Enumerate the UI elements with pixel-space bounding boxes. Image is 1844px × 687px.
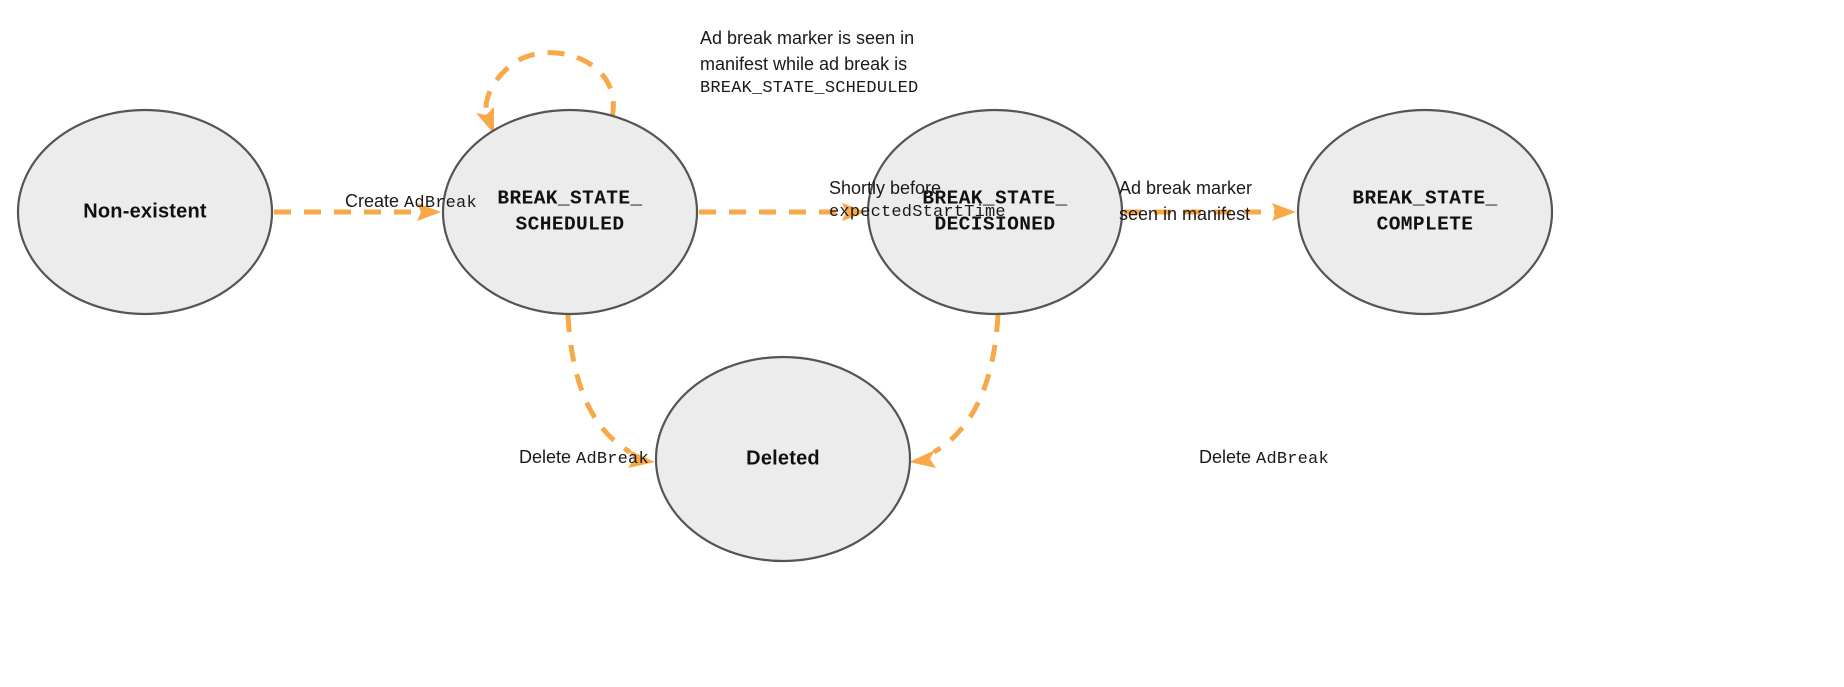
edge-create-adbreak-arrowhead	[417, 203, 441, 221]
edge-marker-seen-while-scheduled[interactable]	[476, 50, 616, 134]
edge-marker-seen-arrowhead	[1272, 203, 1296, 221]
edge-shortly-before[interactable]	[699, 203, 866, 221]
edge-delete-from-scheduled-arrowhead	[628, 450, 655, 468]
edge-marker-seen-in-manifest[interactable]	[1124, 203, 1296, 221]
node-deleted[interactable]	[654, 355, 912, 563]
edge-delete-from-decisioned-arrowhead	[909, 450, 936, 468]
node-break-state-scheduled[interactable]	[441, 108, 699, 316]
node-non-existent[interactable]	[16, 108, 274, 316]
edge-delete-from-scheduled-line	[565, 314, 632, 455]
edge-delete-from-scheduled[interactable]	[565, 314, 655, 468]
edge-selfloop-arrowhead	[476, 107, 494, 134]
edge-shortly-before-arrowhead	[842, 203, 866, 221]
node-break-state-complete[interactable]	[1296, 108, 1554, 316]
edge-create-adbreak[interactable]	[274, 203, 441, 221]
edge-delete-from-decisioned-line	[932, 314, 1001, 455]
node-break-state-decisioned[interactable]	[866, 108, 1124, 316]
edge-selfloop-line	[483, 50, 616, 125]
edge-delete-from-decisioned[interactable]	[909, 314, 1001, 468]
